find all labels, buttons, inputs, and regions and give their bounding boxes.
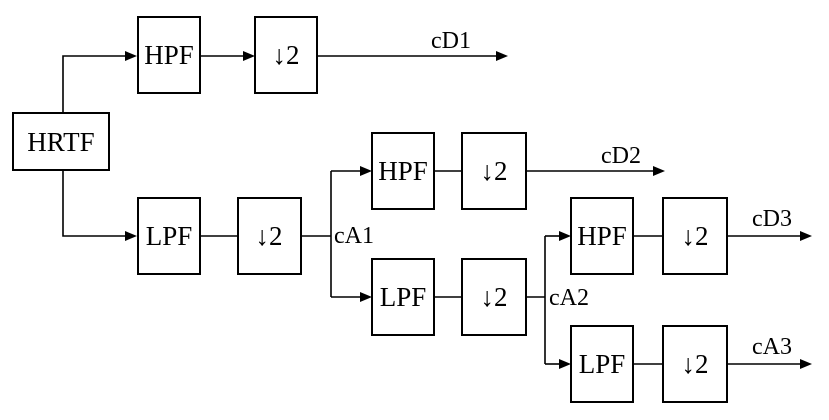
block-l2-lpf-label: LPF bbox=[380, 282, 427, 312]
block-l1-hpf-downsample-label: ↓2 bbox=[273, 40, 300, 70]
block-l3-lpf: LPF bbox=[570, 325, 634, 403]
block-l1-lpf: LPF bbox=[137, 197, 201, 275]
block-hrtf: HRTF bbox=[12, 112, 110, 171]
signal-label-ca3: cA3 bbox=[752, 334, 792, 360]
arrow-to-l1-hpf bbox=[125, 51, 137, 61]
block-l2-hpf-downsample: ↓2 bbox=[461, 132, 527, 210]
wire-hrtf-split bbox=[62, 55, 125, 113]
arrow-cd2 bbox=[653, 166, 665, 176]
arrow-cd1 bbox=[496, 51, 508, 61]
signal-label-cd2: cD2 bbox=[601, 143, 641, 169]
connections bbox=[62, 55, 800, 365]
block-l1-hpf-downsample: ↓2 bbox=[254, 16, 318, 94]
arrow-cd3 bbox=[800, 231, 812, 241]
block-l2-hpf-downsample-label: ↓2 bbox=[481, 156, 508, 186]
block-l1-hpf-label: HPF bbox=[144, 40, 194, 70]
block-l3-lpf-downsample-label: ↓2 bbox=[682, 349, 709, 379]
block-hrtf-label: HRTF bbox=[27, 127, 94, 157]
block-l2-hpf: HPF bbox=[371, 132, 435, 210]
arrowheads bbox=[125, 51, 812, 369]
block-l3-hpf-downsample-label: ↓2 bbox=[682, 221, 709, 251]
block-l3-hpf-downsample: ↓2 bbox=[662, 197, 728, 275]
block-l1-lpf-label: LPF bbox=[146, 221, 193, 251]
block-l3-hpf: HPF bbox=[570, 197, 634, 275]
block-l2-hpf-label: HPF bbox=[378, 156, 428, 186]
signal-labels: cD1 cA1 cD2 cA2 cD3 cA3 bbox=[334, 28, 792, 360]
arrow-to-l1-lpf bbox=[125, 231, 137, 241]
block-l3-lpf-downsample: ↓2 bbox=[662, 325, 728, 403]
arrow-ca3 bbox=[800, 359, 812, 369]
signal-label-cd1: cD1 bbox=[431, 28, 471, 54]
arrow-to-l3-hpf bbox=[559, 231, 571, 241]
signal-label-cd3: cD3 bbox=[752, 206, 792, 232]
signal-label-ca2: cA2 bbox=[549, 285, 589, 311]
signal-label-ca1: cA1 bbox=[334, 223, 374, 249]
block-l2-lpf: LPF bbox=[371, 258, 435, 336]
block-l3-lpf-label: LPF bbox=[579, 349, 626, 379]
block-l2-lpf-downsample-label: ↓2 bbox=[481, 282, 508, 312]
block-l1-lpf-downsample-label: ↓2 bbox=[256, 221, 283, 251]
wire-hrtf-lpf bbox=[62, 170, 125, 237]
arrow-to-l3-lpf bbox=[559, 359, 571, 369]
block-l1-hpf: HPF bbox=[137, 16, 201, 94]
arrow-to-l2-hpf bbox=[360, 166, 372, 176]
block-l3-hpf-label: HPF bbox=[577, 221, 627, 251]
arrow-to-l2-lpf bbox=[360, 292, 372, 302]
block-l1-lpf-downsample: ↓2 bbox=[237, 197, 302, 275]
arrow-to-l1-hpf-down bbox=[243, 51, 255, 61]
block-l2-lpf-downsample: ↓2 bbox=[461, 258, 527, 336]
